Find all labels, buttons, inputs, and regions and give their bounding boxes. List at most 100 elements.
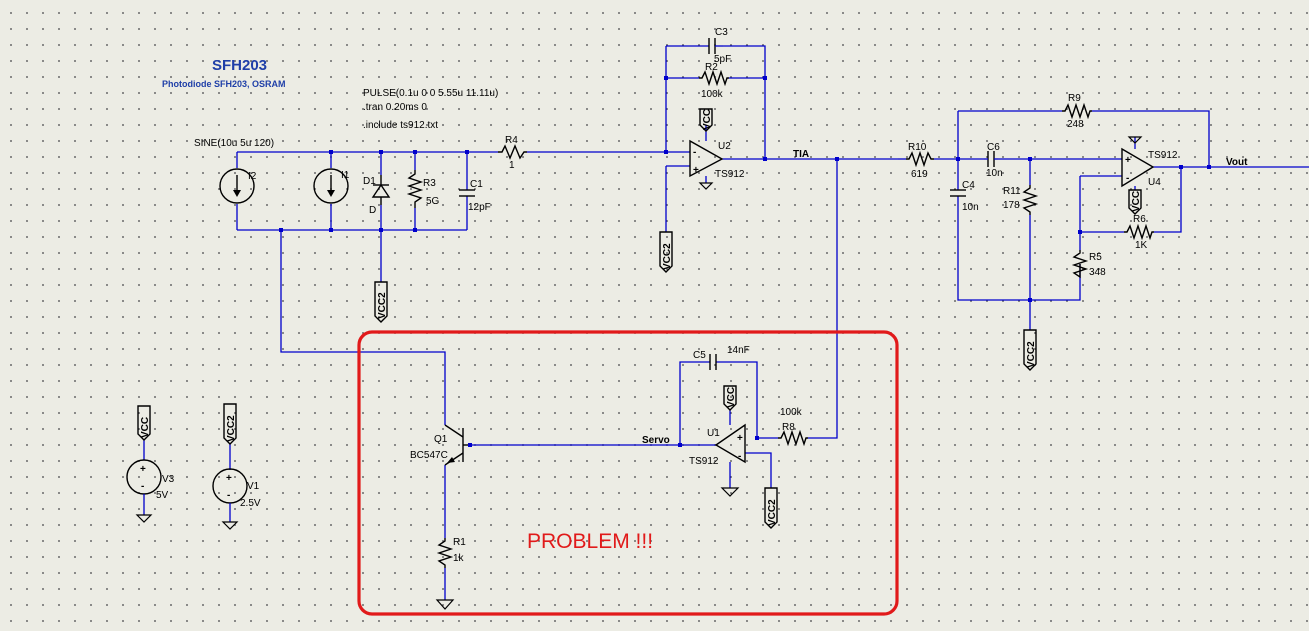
svg-text:VCC2: VCC2 <box>662 243 673 270</box>
c1-value: 12pF <box>468 202 491 213</box>
r10-value: 619 <box>911 169 928 180</box>
resistor-r11[interactable] <box>1021 185 1039 215</box>
vcc-flag-u2: VCC <box>699 108 713 132</box>
c5-label: C5 <box>693 350 706 361</box>
include-directive: .include ts912.txt <box>363 120 438 131</box>
c3-value: 5pF <box>714 54 731 65</box>
transistor-q1[interactable] <box>444 424 470 466</box>
vout-net-label: Vout <box>1226 157 1248 168</box>
vcc2-flag-v1: VCC2 <box>223 403 237 445</box>
capacitor-c1[interactable] <box>459 189 475 197</box>
servo-wires <box>444 361 778 600</box>
schematic-subtitle: Photodiode SFH203, OSRAM <box>162 79 286 89</box>
c6-value: 10n <box>986 168 1003 179</box>
u4-label: U4 <box>1148 177 1161 188</box>
capacitor-c3[interactable] <box>708 38 723 54</box>
resistor-r6[interactable] <box>1124 223 1154 241</box>
u1-value: TS912 <box>689 456 719 467</box>
v1-value: 2.5V <box>240 498 261 509</box>
resistor-r10[interactable] <box>906 150 934 168</box>
current-source-i2[interactable] <box>219 168 255 204</box>
u2-value: TS912 <box>715 169 745 180</box>
vcc-flag-u1: VCC <box>723 385 737 411</box>
r1-value: 1k <box>453 553 465 564</box>
v3-label: V3 <box>162 474 175 485</box>
svg-text:-: - <box>1126 173 1129 184</box>
ground-icon <box>1127 136 1143 144</box>
opamp-u1[interactable] <box>714 423 746 464</box>
resistor-r2[interactable] <box>699 69 729 87</box>
current-source-i1[interactable] <box>313 168 349 204</box>
r4-label: R4 <box>505 135 518 146</box>
v1-label: V1 <box>247 481 260 492</box>
svg-text:VCC: VCC <box>140 417 151 438</box>
svg-text:VCC2: VCC2 <box>767 499 778 526</box>
opamp-u2[interactable] <box>689 139 724 178</box>
svg-text:VCC: VCC <box>702 109 713 130</box>
capacitor-c4[interactable] <box>950 189 966 197</box>
ground-icon <box>135 514 153 523</box>
svg-text:-: - <box>227 490 230 501</box>
r4-value: 1 <box>509 160 515 171</box>
tia-wires <box>665 45 898 232</box>
i2-label: I2 <box>248 171 257 182</box>
svg-text:VCC2: VCC2 <box>377 292 388 319</box>
c6-label: C6 <box>987 142 1000 153</box>
sine-source-value: SINE(10u 5u 120) <box>194 138 274 149</box>
vcc-flag-u4: VCC <box>1128 189 1142 215</box>
problem-annotation: PROBLEM !!! <box>527 530 653 553</box>
tran-directive: .tran 0.20ms 0 <box>363 102 427 113</box>
r9-label: R9 <box>1068 93 1081 104</box>
capacitor-c5[interactable] <box>709 354 717 370</box>
c1-label: C1 <box>470 179 483 190</box>
resistor-r8[interactable] <box>778 429 808 447</box>
r8-value: 100k <box>780 407 803 418</box>
q1-value: BC547C <box>410 450 448 461</box>
v3-value: 5V <box>156 490 169 501</box>
junction-dots <box>279 76 1211 447</box>
r6-label: R6 <box>1133 214 1146 225</box>
svg-text:+: + <box>737 433 743 444</box>
resistor-r4[interactable] <box>498 144 527 160</box>
voltage-source-v3[interactable]: + - <box>126 440 162 523</box>
c4-label: C4 <box>962 180 975 191</box>
r9-value: 248 <box>1067 119 1084 130</box>
d1-label: D1 <box>363 176 376 187</box>
ground-icon <box>435 599 455 610</box>
vcc2-flag-input: VCC2 <box>374 281 388 323</box>
resistor-r5[interactable] <box>1071 250 1089 279</box>
ground-icon <box>720 487 740 497</box>
q1-label: Q1 <box>434 434 448 445</box>
svg-text:+: + <box>140 464 146 475</box>
opamp-u4[interactable] <box>1121 147 1155 188</box>
tia-net-label: TIA <box>793 149 809 160</box>
vcc2-flag-filter: VCC2 <box>1023 329 1037 371</box>
pulse-directive: PULSE(0.1u 0 0 5.55u 11.11u) <box>363 88 498 99</box>
r3-label: R3 <box>423 178 436 189</box>
svg-text:-: - <box>141 481 144 492</box>
r10-label: R10 <box>908 142 927 153</box>
u2-label: U2 <box>718 141 731 152</box>
resistor-r9[interactable] <box>1062 102 1092 120</box>
ground-icon <box>221 521 239 530</box>
filter-wires <box>898 110 1309 330</box>
voltage-source-v1[interactable]: + - <box>212 443 248 530</box>
svg-text:VCC2: VCC2 <box>1026 341 1037 368</box>
svg-text:-: - <box>738 451 741 462</box>
resistor-r3[interactable] <box>406 170 424 208</box>
capacitor-c6[interactable] <box>984 151 998 167</box>
vcc-flag-v3: VCC <box>137 405 151 441</box>
c4-value: 10n <box>962 202 979 213</box>
r5-label: R5 <box>1089 252 1102 263</box>
svg-text:+: + <box>1125 155 1131 166</box>
diode-d1[interactable] <box>371 175 391 205</box>
r8-label: R8 <box>782 422 795 433</box>
r11-value: 178 <box>1003 200 1020 211</box>
u1-label: U1 <box>707 428 720 439</box>
c3-label: C3 <box>715 27 728 38</box>
problem-highlight-box <box>357 330 899 616</box>
resistor-r1[interactable] <box>436 538 454 568</box>
r2-value: 100k <box>701 89 724 100</box>
